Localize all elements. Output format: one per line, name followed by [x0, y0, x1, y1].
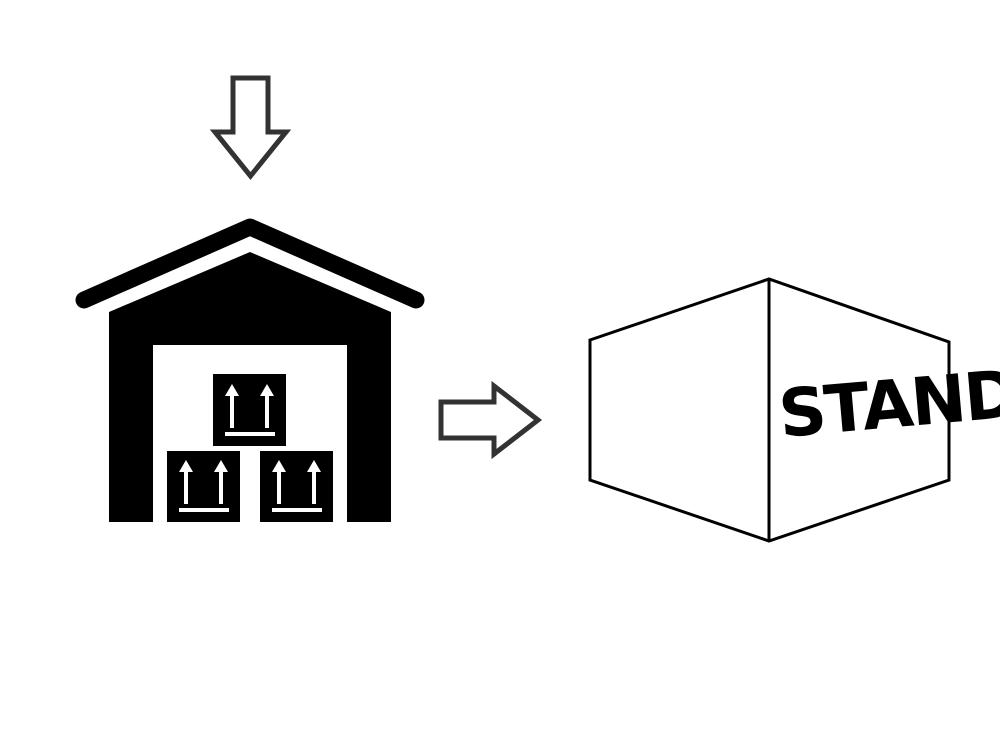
box-bottom-left-icon — [167, 451, 240, 522]
stand-box-icon: STAND — [588, 277, 1000, 543]
boxes-icon — [167, 374, 333, 522]
box-top-icon — [213, 374, 286, 446]
box-bottom-right-icon — [260, 451, 333, 522]
arrow-down-icon — [209, 75, 292, 180]
warehouse-icon — [75, 218, 425, 522]
arrow-right-icon — [438, 380, 543, 460]
